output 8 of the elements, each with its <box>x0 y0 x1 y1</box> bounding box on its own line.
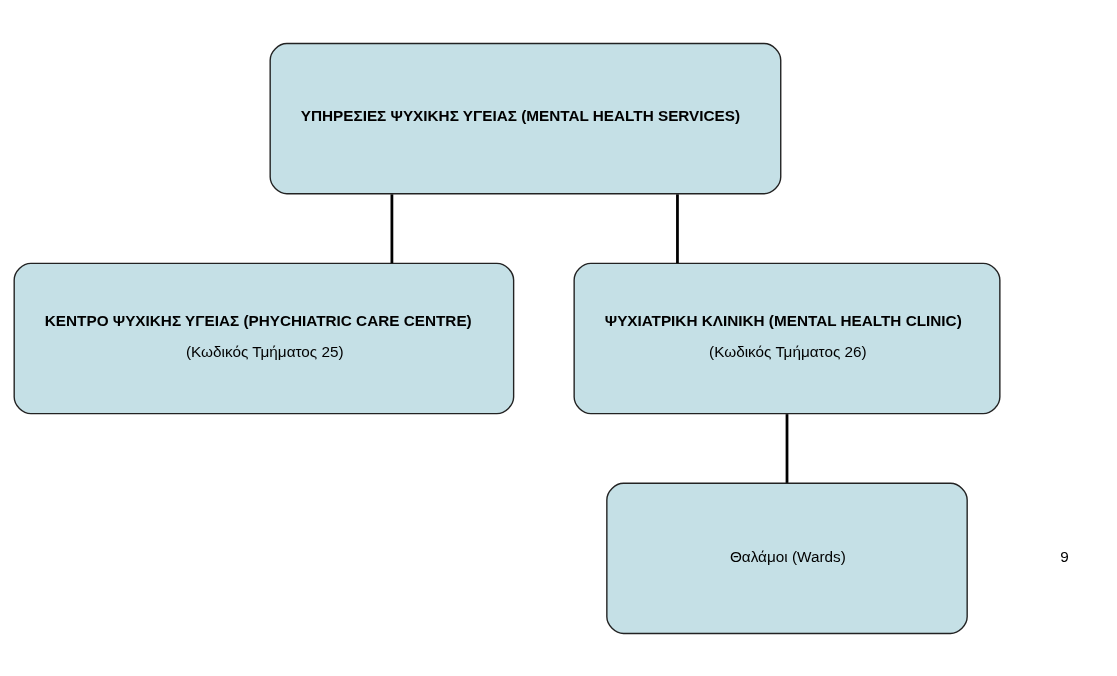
connector <box>676 193 679 263</box>
node-box: Θαλάμοι (Wards) <box>606 482 968 634</box>
label: 9 <box>1060 547 1069 565</box>
node-box: ΨΥΧΙΑΤΡΙΚΗ ΚΛΙΝΙΚΗ (MENTAL HEALTH CLINIC) (Κωδικός Τμήματος 26) <box>573 262 1001 414</box>
connector <box>390 193 394 263</box>
connector <box>785 413 789 483</box>
node-box: ΥΠΗΡΕΣΙΕΣ ΨΥΧΙΚΗΣ ΥΓΕΙΑΣ (MENTAL HEALTH SERVICES) <box>269 42 782 194</box>
node-box: ΚΕΝΤΡΟ ΨΥΧΙΚΗΣ ΥΓΕΙΑΣ (PHYCHIATRIC CARE CENTRE) (Κωδικός Τμήματος 25) <box>13 262 515 414</box>
